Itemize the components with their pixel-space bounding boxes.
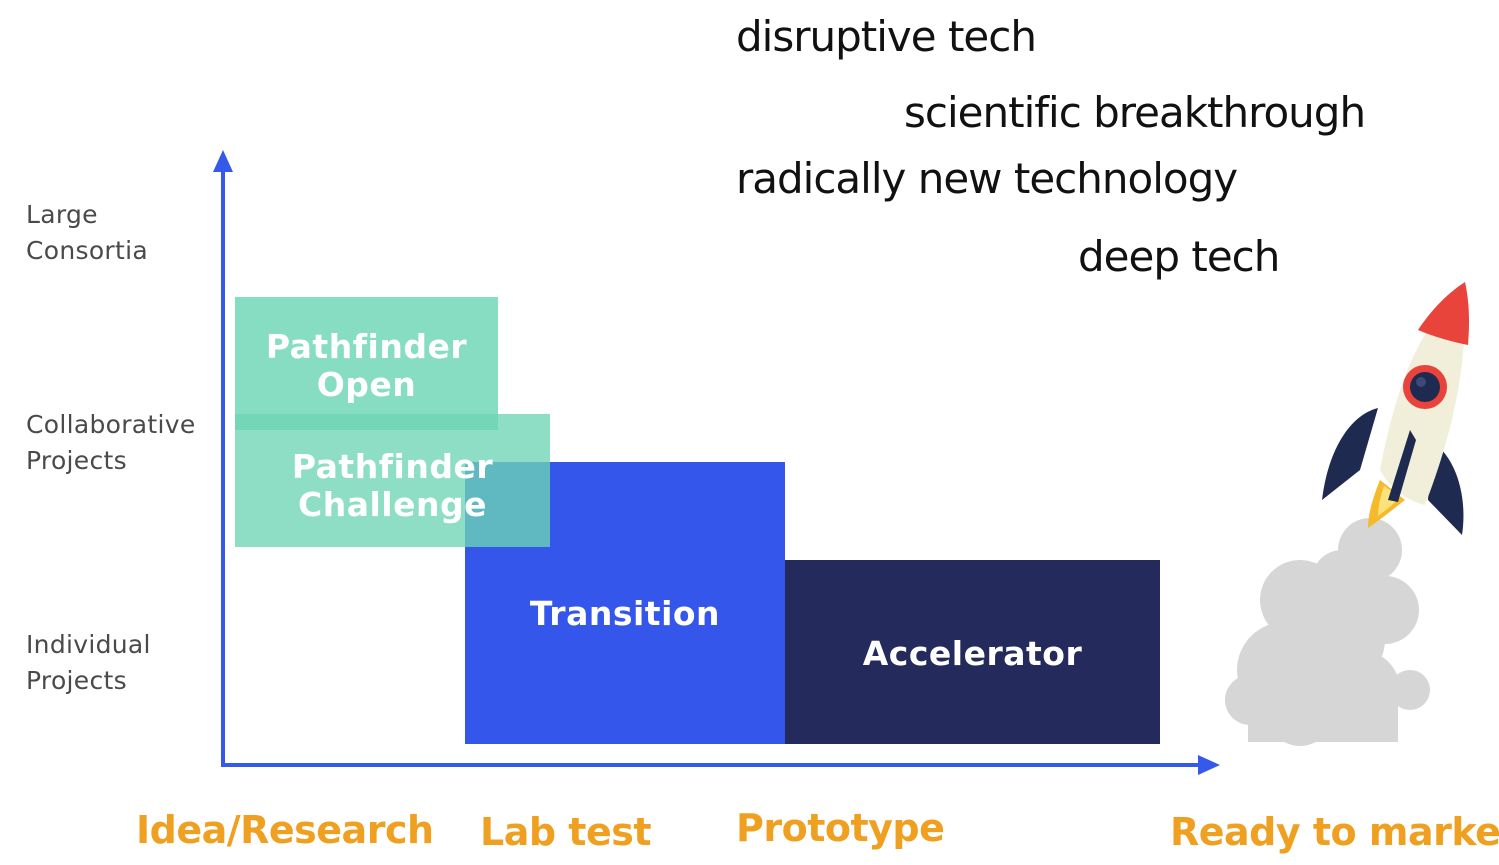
pathfinder-challenge-box	[235, 414, 550, 547]
y-level-individual-projects: Individual Projects	[26, 627, 151, 699]
pathfinder-open-label: Pathfinder Open	[235, 328, 498, 404]
pathfinder-challenge-line1: Pathfinder	[291, 447, 494, 486]
y-level-collaborative-projects: Collaborative Projects	[26, 407, 196, 479]
pathfinder-open-line1: Pathfinder	[265, 327, 468, 366]
y-level-line1: Collaborative	[26, 410, 196, 439]
y-level-line1: Individual	[26, 630, 151, 659]
x-axis-arrow-icon	[1198, 755, 1220, 775]
accelerator-box	[785, 560, 1160, 744]
y-level-line2: Projects	[26, 666, 127, 695]
keyword-scientific-breakthrough: scientific breakthrough	[904, 88, 1366, 137]
rocket-icon	[1322, 282, 1469, 535]
keyword-disruptive-tech: disruptive tech	[736, 12, 1037, 61]
y-level-line1: Large	[26, 200, 98, 229]
accelerator-label: Accelerator	[862, 634, 1083, 673]
pathfinder-challenge-line2: Challenge	[298, 485, 487, 524]
y-axis-arrow-icon	[213, 150, 233, 172]
stage-ready-to-market: Ready to market	[1170, 810, 1499, 854]
keyword-radically-new-technology: radically new technology	[736, 154, 1238, 203]
pathfinder-open-box	[235, 297, 498, 430]
pathfinder-challenge-label: Pathfinder Challenge	[235, 448, 550, 524]
y-level-large-consortia: Large Consortia	[26, 197, 148, 269]
keyword-deep-tech: deep tech	[1078, 232, 1280, 281]
y-level-line2: Consortia	[26, 236, 148, 265]
stage-idea-research: Idea/Research	[136, 808, 434, 852]
transition-label: Transition	[529, 594, 721, 633]
stage-lab-test: Lab test	[480, 810, 652, 854]
stage-prototype: Prototype	[736, 806, 945, 850]
smoke-cloud-icon	[1225, 518, 1430, 746]
pathfinder-open-line2: Open	[316, 365, 417, 404]
y-level-line2: Projects	[26, 446, 127, 475]
